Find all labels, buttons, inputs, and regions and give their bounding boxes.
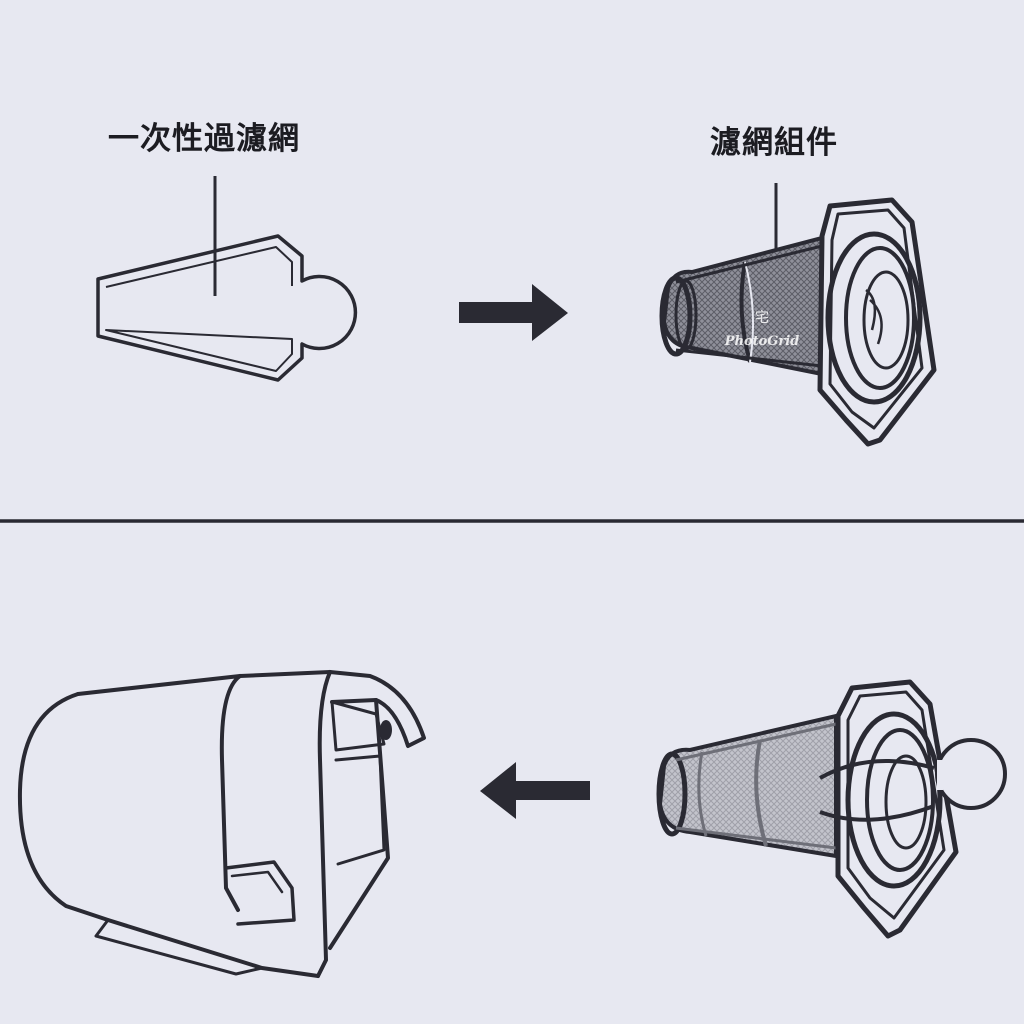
photogrid-watermark: 宅 PhotoGrid [724,310,800,349]
filter-assembly-label: 濾網組件 [710,125,838,161]
disposable-filter-label: 一次性過濾網 [108,121,300,157]
filter-assembly-drawing [659,197,937,447]
filter-assembly-with-disposable-filter-drawing [656,679,1007,939]
watermark-brand: PhotoGrid [724,334,800,349]
watermark-char: 宅 [755,310,769,326]
disposable-filter-sheet [96,234,358,382]
left-arrow-icon [480,762,590,819]
right-arrow-icon [459,284,568,341]
vacuum-dust-cup-drawing [17,670,426,978]
